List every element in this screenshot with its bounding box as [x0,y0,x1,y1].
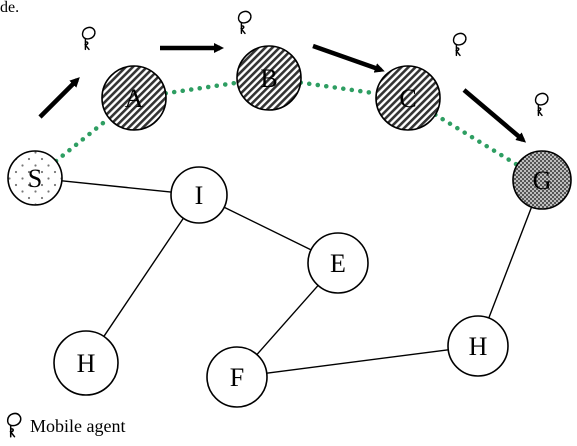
node-circle [7,150,63,206]
node-label: A [125,84,144,113]
movement-arrows [38,43,527,143]
node-i: I [170,166,228,224]
link-f-h2 [266,349,449,374]
node-label: E [330,249,346,278]
node-circle [206,346,268,408]
mobile-agent-icon [237,10,252,35]
link-i-e [223,206,312,251]
node-label: H [469,332,488,361]
node-label: H [77,349,96,378]
node-label: B [260,64,277,93]
node-circle [170,166,228,224]
node-circle [375,65,441,131]
caption-fragment: de. [0,0,19,16]
node-h1: H [53,330,119,396]
move-arrow-1 [38,77,80,119]
node-c: C [375,65,441,131]
mobile-agent-icon [6,412,22,438]
node-circle [447,315,509,377]
node-circle [236,45,302,111]
nodes-layer: S A B C G I E H F H [7,45,572,408]
node-circle [101,65,167,131]
node-label: F [230,363,244,392]
link-s-i [61,180,172,193]
link-h2-g [488,206,533,319]
mobile-agent-icon [534,92,549,117]
mobile-agent-icon [81,26,96,51]
node-g: G [512,150,572,210]
node-label: I [195,181,204,210]
link-e-f [256,284,319,356]
legend: Mobile agent [6,412,125,438]
agent-path-s-a [53,115,112,164]
agents-layer [81,10,549,117]
links-layer [61,180,533,374]
agent-path-c-g [433,112,520,168]
move-arrow-4 [462,88,527,143]
node-circle [53,330,119,396]
legend-label: Mobile agent [30,416,125,436]
mobile-agent-icon [452,32,467,57]
node-s: S [7,150,63,206]
node-f: F [206,346,268,408]
node-e: E [307,232,369,294]
node-a: A [101,65,167,131]
node-b: B [236,45,302,111]
node-h2: H [447,315,509,377]
node-circle [307,232,369,294]
node-circle [512,150,572,210]
move-arrow-3 [312,43,385,73]
node-label: C [399,84,416,113]
agent-path-a-b [163,80,240,96]
node-label: S [28,164,42,193]
link-i-h1 [103,217,184,337]
agent-path-b-c [298,80,379,96]
agent-path-layer [53,80,520,168]
node-label: G [533,166,552,195]
